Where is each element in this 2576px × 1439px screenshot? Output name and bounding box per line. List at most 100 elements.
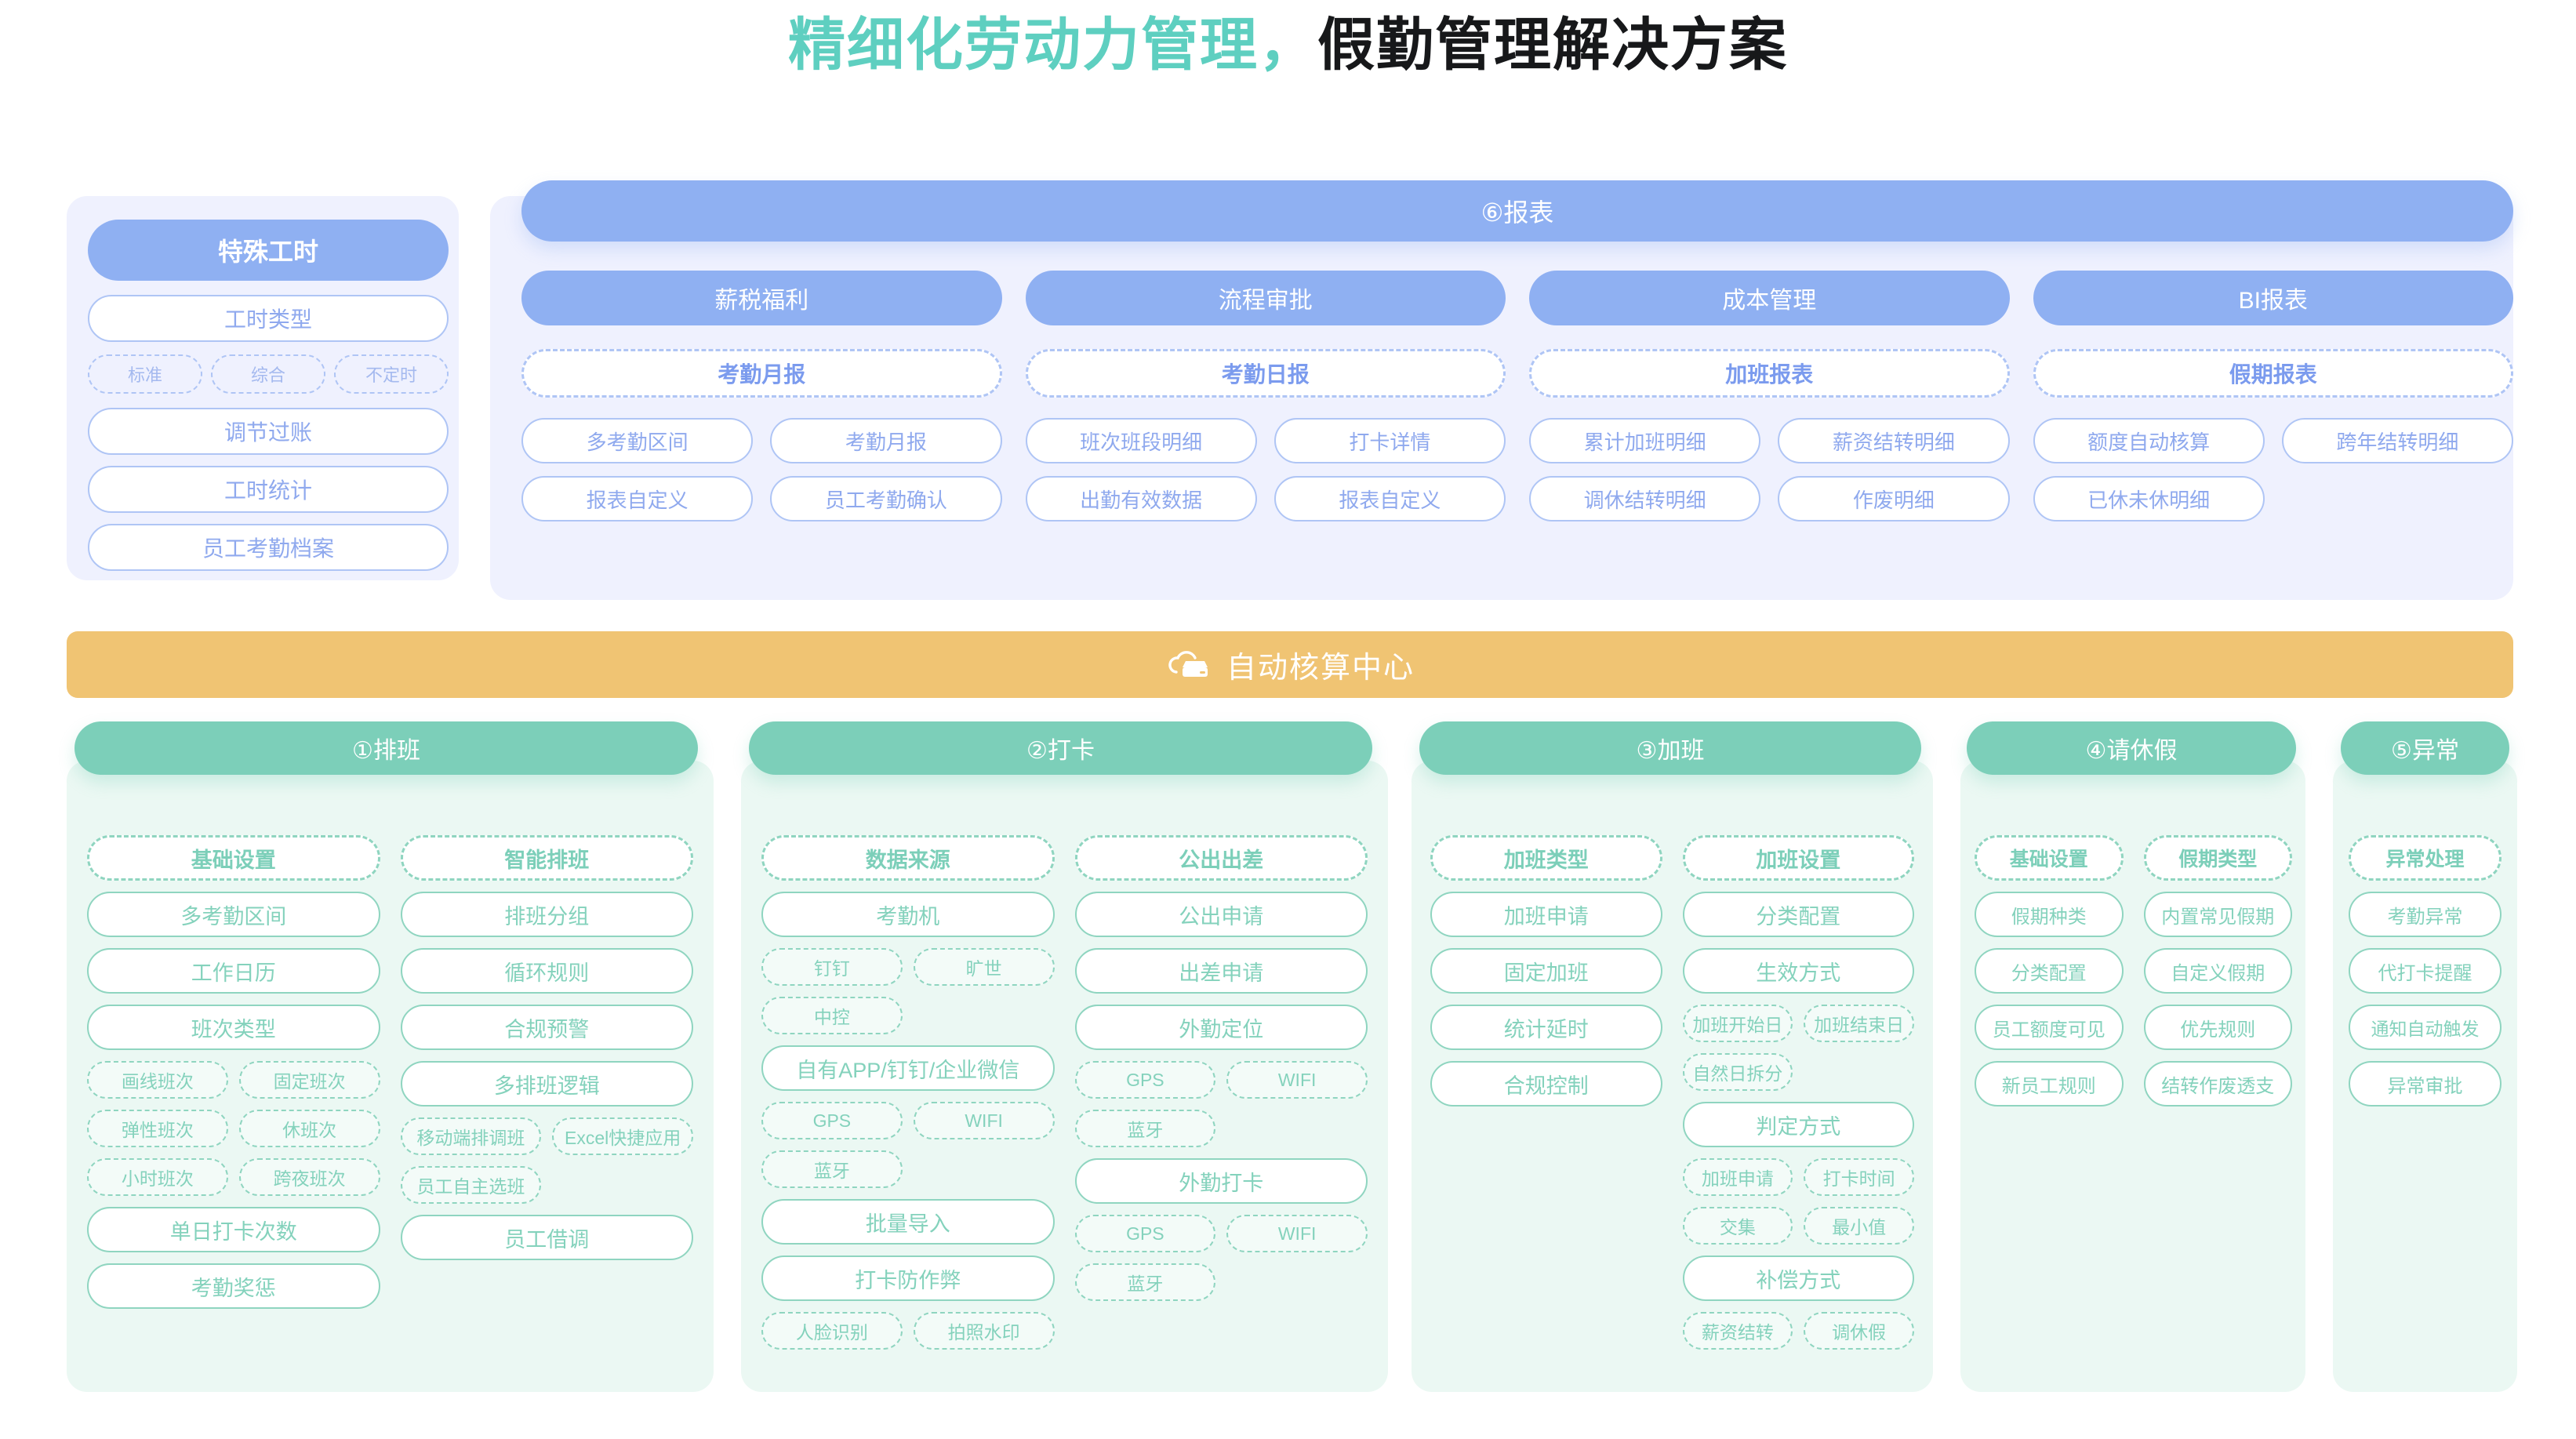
reports-cell-3-0[interactable]: 额度自动核算 (2033, 418, 2265, 463)
reports-cell-1-1[interactable]: 打卡详情 (1273, 418, 1506, 463)
reports-cell-3-1[interactable]: 跨年结转明细 (2281, 418, 2513, 463)
overtime-judgement-method[interactable]: 判定方式 (1682, 1102, 1914, 1147)
overtime-compensation-method[interactable]: 补偿方式 (1682, 1255, 1914, 1301)
overtime-judgement-apply[interactable]: 加班申请 (1682, 1158, 1793, 1196)
leave-type-item-3[interactable]: 结转作废透支 (2143, 1061, 2292, 1107)
smart-tag-1[interactable]: Excel快捷应用 (552, 1117, 693, 1155)
leave-basic-item-3[interactable]: 新员工规则 (1975, 1061, 2124, 1107)
smart-tag-0[interactable]: 移动端排调班 (400, 1117, 542, 1155)
scheduling-basic-item-0[interactable]: 多考勤区间 (87, 892, 380, 937)
reports-cell-0-0[interactable]: 多考勤区间 (521, 418, 754, 463)
clockin-method-bluetooth[interactable]: 蓝牙 (761, 1150, 903, 1188)
scheduling-basic-item-1[interactable]: 工作日历 (87, 948, 380, 994)
exception-item-3[interactable]: 异常审批 (2349, 1061, 2502, 1107)
special-hours-item-0[interactable]: 工时类型 (88, 295, 449, 342)
leave-type-item-2[interactable]: 优先规则 (2143, 1005, 2292, 1050)
module-head-overtime[interactable]: ③加班 (1419, 721, 1921, 775)
field-location-wifi[interactable]: WIFI (1226, 1061, 1368, 1099)
field-location-bluetooth[interactable]: 蓝牙 (1074, 1110, 1216, 1147)
field-clockin-wifi[interactable]: WIFI (1226, 1215, 1368, 1252)
shift-tag-4[interactable]: 小时班次 (87, 1158, 228, 1196)
overtime-type-item-1[interactable]: 固定加班 (1430, 948, 1662, 994)
work-hour-type-tag-2[interactable]: 不定时 (334, 354, 449, 394)
clockin-photo-watermark[interactable]: 拍照水印 (913, 1312, 1055, 1350)
leave-basic-item-1[interactable]: 分类配置 (1975, 948, 2124, 994)
reports-cell-0-2[interactable]: 报表自定义 (521, 476, 754, 521)
clockin-vendor-1[interactable]: 旷世 (913, 948, 1055, 986)
leave-type-item-0[interactable]: 内置常见假期 (2143, 892, 2292, 937)
smart-item-0[interactable]: 排班分组 (400, 892, 693, 937)
module-head-exception[interactable]: ⑤异常 (2341, 721, 2509, 775)
work-hour-type-tag-1[interactable]: 综合 (211, 354, 325, 394)
smart-item-1[interactable]: 循环规则 (400, 948, 693, 994)
reports-column-head-3[interactable]: BI报表 (2033, 271, 2513, 325)
module-head-leave[interactable]: ④请休假 (1967, 721, 2296, 775)
reports-column-head-1[interactable]: 流程审批 (1025, 271, 1506, 325)
reports-cell-2-1[interactable]: 薪资结转明细 (1778, 418, 2010, 463)
overtime-settings-item-0[interactable]: 分类配置 (1682, 892, 1914, 937)
special-hours-item-2[interactable]: 工时统计 (88, 466, 449, 513)
scheduling-basic-tail-1[interactable]: 考勤奖惩 (87, 1263, 380, 1309)
exception-item-1[interactable]: 代打卡提醒 (2349, 948, 2502, 994)
reports-cell-1-2[interactable]: 出勤有效数据 (1025, 476, 1257, 521)
overtime-settings-item-1[interactable]: 生效方式 (1682, 948, 1914, 994)
overtime-comp-salary[interactable]: 薪资结转 (1682, 1312, 1793, 1350)
special-hours-item-1[interactable]: 调节过账 (88, 408, 449, 455)
shift-tag-5[interactable]: 跨夜班次 (238, 1158, 380, 1196)
overtime-natural-day-split[interactable]: 自然日拆分 (1682, 1053, 1793, 1091)
business-trip-item-1[interactable]: 出差申请 (1074, 948, 1368, 994)
clockin-face-recognition[interactable]: 人脸识别 (761, 1312, 903, 1350)
overtime-type-item-3[interactable]: 合规控制 (1430, 1061, 1662, 1107)
reports-cell-0-1[interactable]: 考勤月报 (770, 418, 1002, 463)
scheduling-basic-tail-0[interactable]: 单日打卡次数 (87, 1207, 380, 1252)
reports-cell-0-3[interactable]: 员工考勤确认 (770, 476, 1002, 521)
clockin-vendor-2[interactable]: 中控 (761, 997, 903, 1034)
reports-cell-2-3[interactable]: 作废明细 (1778, 476, 2010, 521)
smart-item-3[interactable]: 多排班逻辑 (400, 1061, 693, 1107)
clockin-app-item[interactable]: 自有APP/钉钉/企业微信 (761, 1045, 1055, 1091)
overtime-end-date[interactable]: 加班结束日 (1804, 1005, 1914, 1042)
clockin-device-item[interactable]: 考勤机 (761, 892, 1055, 937)
reports-column-head-0[interactable]: 薪税福利 (521, 271, 1002, 325)
business-trip-item-0[interactable]: 公出申请 (1074, 892, 1368, 937)
scheduling-basic-item-2[interactable]: 班次类型 (87, 1005, 380, 1050)
reports-cell-3-2[interactable]: 已休未休明细 (2033, 476, 2265, 521)
shift-tag-1[interactable]: 固定班次 (238, 1061, 380, 1099)
field-location-gps[interactable]: GPS (1074, 1061, 1216, 1099)
reports-cell-1-0[interactable]: 班次班段明细 (1025, 418, 1257, 463)
shift-tag-3[interactable]: 休班次 (238, 1110, 380, 1147)
reports-cell-2-0[interactable]: 累计加班明细 (1529, 418, 1761, 463)
reports-cell-1-3[interactable]: 报表自定义 (1273, 476, 1506, 521)
overtime-judgement-clocktime[interactable]: 打卡时间 (1804, 1158, 1914, 1196)
overtime-start-date[interactable]: 加班开始日 (1682, 1005, 1793, 1042)
reports-column-head-2[interactable]: 成本管理 (1529, 271, 2010, 325)
business-trip-item-2[interactable]: 外勤定位 (1074, 1005, 1368, 1050)
shift-tag-0[interactable]: 画线班次 (87, 1061, 228, 1099)
leave-basic-item-0[interactable]: 假期种类 (1975, 892, 2124, 937)
work-hour-type-tag-0[interactable]: 标准 (88, 354, 202, 394)
module-head-scheduling[interactable]: ①排班 (74, 721, 698, 775)
clockin-anticheat[interactable]: 打卡防作弊 (761, 1255, 1055, 1301)
overtime-type-item-2[interactable]: 统计延时 (1430, 1005, 1662, 1050)
module-head-clockin[interactable]: ②打卡 (749, 721, 1372, 775)
exception-item-2[interactable]: 通知自动触发 (2349, 1005, 2502, 1050)
smart-tag-2[interactable]: 员工自主选班 (400, 1166, 542, 1204)
clockin-method-gps[interactable]: GPS (761, 1102, 903, 1139)
smart-tail-0[interactable]: 员工借调 (400, 1215, 693, 1260)
clockin-batch-import[interactable]: 批量导入 (761, 1199, 1055, 1245)
reports-cell-2-2[interactable]: 调休结转明细 (1529, 476, 1761, 521)
shift-tag-2[interactable]: 弹性班次 (87, 1110, 228, 1147)
clockin-vendor-0[interactable]: 钉钉 (761, 948, 903, 986)
clockin-method-wifi[interactable]: WIFI (913, 1102, 1055, 1139)
field-clockin-item[interactable]: 外勤打卡 (1074, 1158, 1368, 1204)
field-clockin-gps[interactable]: GPS (1074, 1215, 1216, 1252)
overtime-comp-leave[interactable]: 调休假 (1804, 1312, 1914, 1350)
leave-type-item-1[interactable]: 自定义假期 (2143, 948, 2292, 994)
special-hours-item-3[interactable]: 员工考勤档案 (88, 524, 449, 571)
field-clockin-bluetooth[interactable]: 蓝牙 (1074, 1263, 1216, 1301)
exception-item-0[interactable]: 考勤异常 (2349, 892, 2502, 937)
overtime-judgement-minimum[interactable]: 最小值 (1804, 1207, 1914, 1245)
overtime-judgement-intersection[interactable]: 交集 (1682, 1207, 1793, 1245)
overtime-type-item-0[interactable]: 加班申请 (1430, 892, 1662, 937)
smart-item-2[interactable]: 合规预警 (400, 1005, 693, 1050)
